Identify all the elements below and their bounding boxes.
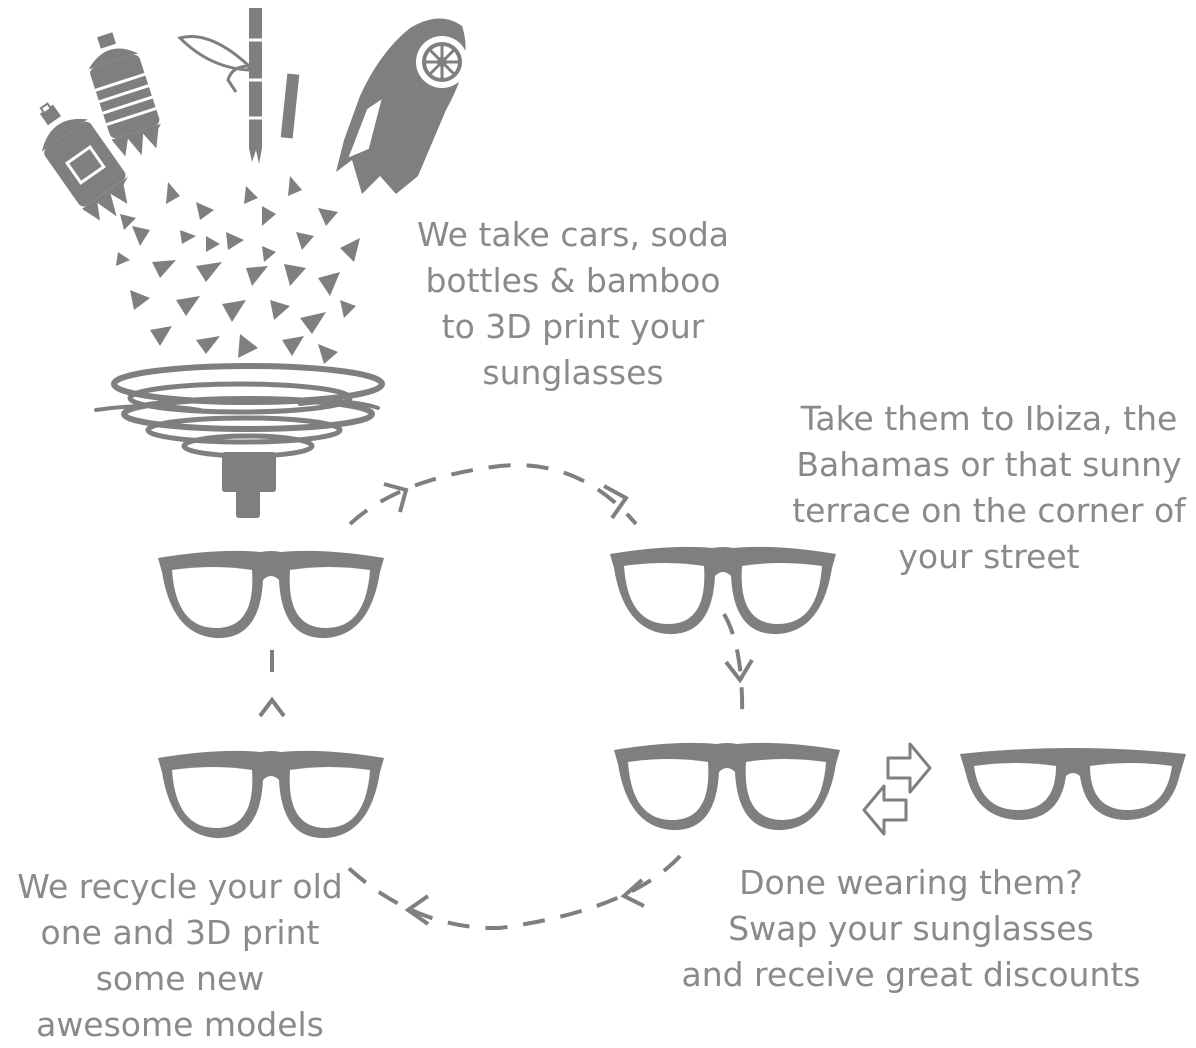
car-icon [336, 18, 468, 194]
caption-line: terrace on the corner of [782, 488, 1196, 534]
caption-line: Swap your sunglasses [668, 906, 1154, 952]
caption-line: Done wearing them? [668, 860, 1154, 906]
3d-printer-nozzle-icon [222, 452, 276, 518]
sunglasses-icon [158, 751, 384, 838]
caption-line: and receive great discounts [668, 952, 1154, 998]
caption-line: We take cars, soda [408, 212, 738, 258]
caption-line: Bahamas or that sunny [782, 442, 1196, 488]
sunglasses-icon [614, 743, 840, 830]
sunglasses-icon [960, 748, 1186, 820]
sunglasses-icon [158, 551, 384, 638]
caption-line: one and 3D print [0, 910, 360, 956]
caption-line: some new [0, 956, 360, 1002]
caption-line: sunglasses [408, 350, 738, 396]
caption-line: We recycle your old [0, 864, 360, 910]
caption-recycle: We recycle your old one and 3D print som… [0, 864, 360, 1048]
cycle-arrows [260, 465, 752, 928]
swap-arrows-icon [864, 744, 930, 834]
bamboo-icon [180, 8, 299, 164]
caption-line: bottles & bamboo [408, 258, 738, 304]
caption-line: to 3D print your [408, 304, 738, 350]
printing-swirl [96, 366, 382, 456]
caption-travel: Take them to Ibiza, the Bahamas or that … [782, 396, 1196, 580]
caption-swap: Done wearing them? Swap your sunglasses … [668, 860, 1154, 998]
caption-3d-printing: We take cars, soda bottles & bamboo to 3… [408, 212, 738, 396]
caption-line: Take them to Ibiza, the [782, 396, 1196, 442]
material-shards [116, 176, 360, 364]
caption-line: awesome models [0, 1002, 360, 1048]
caption-line: your street [782, 534, 1196, 580]
